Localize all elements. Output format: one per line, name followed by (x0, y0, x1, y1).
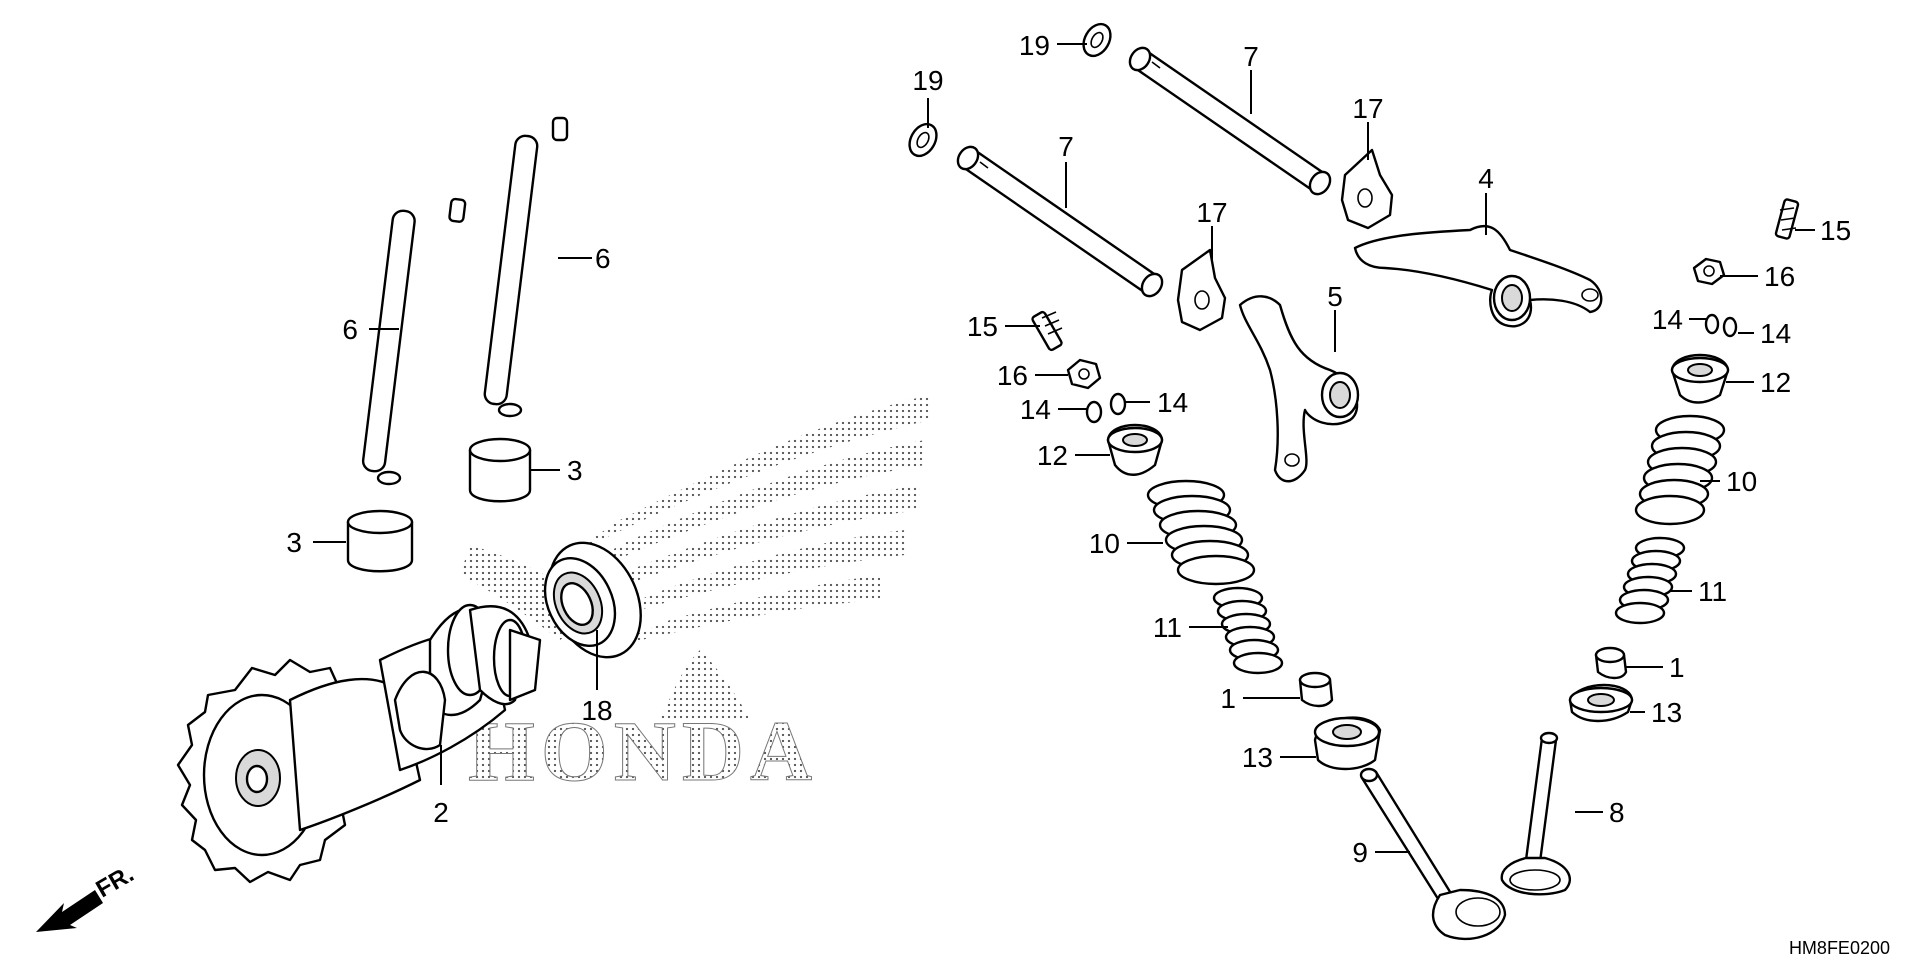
callout-18: 18 (581, 695, 612, 726)
rocker-shaft-upper (1128, 46, 1332, 196)
clip-upper (1340, 148, 1394, 230)
lock-nut-right (1692, 257, 1726, 286)
lock-nut-left (1066, 358, 1102, 390)
bearing (543, 541, 642, 659)
spring-seat-left (1313, 716, 1382, 771)
tappet-lower (346, 509, 414, 573)
callout-10-left: 10 (1089, 528, 1120, 559)
washer-left (908, 122, 938, 158)
outer-spring-left (1146, 479, 1256, 586)
stem-seal-left (1298, 671, 1334, 708)
callout-14-left-b: 14 (1157, 387, 1188, 418)
callout-labels: 2 3 3 6 6 18 19 19 7 7 17 17 4 5 15 16 1… (286, 30, 1851, 868)
retainer-left (1106, 423, 1164, 476)
retainer-right (1670, 353, 1730, 404)
push-rod-left (361, 197, 467, 486)
callout-7-lower: 7 (1058, 131, 1074, 162)
callout-1-right: 1 (1669, 652, 1685, 683)
adjusting-screw-left (1031, 310, 1063, 352)
drawing-code: HM8FE0200 (1789, 938, 1890, 958)
callout-17-lower: 17 (1196, 197, 1227, 228)
callout-6-right: 6 (595, 243, 611, 274)
callout-14-right-a: 14 (1652, 304, 1683, 335)
callout-13-right: 13 (1651, 697, 1682, 728)
callout-14-left-a: 14 (1020, 394, 1051, 425)
spring-seat-right (1568, 683, 1634, 723)
tappet-upper (468, 437, 532, 503)
callout-15-right: 15 (1820, 215, 1851, 246)
callout-11-right: 11 (1698, 576, 1727, 607)
exhaust-valve (1500, 731, 1571, 896)
callout-17-upper: 17 (1352, 93, 1383, 124)
front-arrow-icon (36, 890, 103, 932)
callout-3-upper: 3 (567, 455, 583, 486)
rocker-arm-intake (1238, 295, 1360, 483)
push-rod-right (483, 116, 569, 418)
callout-10-right: 10 (1726, 466, 1757, 497)
intake-valve (1359, 767, 1507, 941)
callout-8: 8 (1609, 797, 1625, 828)
callout-14-right-b: 14 (1760, 318, 1791, 349)
washer-top (1082, 22, 1112, 58)
callout-16-right: 16 (1764, 261, 1795, 292)
callout-1-left: 1 (1220, 683, 1236, 714)
callout-11-left: 11 (1153, 612, 1182, 643)
callout-6-left: 6 (342, 314, 358, 345)
clip-lower (1176, 248, 1227, 332)
callout-9: 9 (1352, 837, 1368, 868)
callout-19-left: 19 (912, 65, 943, 96)
front-direction-marker: FR. (36, 860, 138, 932)
callout-12-left: 12 (1037, 440, 1068, 471)
callout-3-lower: 3 (286, 527, 302, 558)
leader-lines (313, 43, 1815, 853)
callout-5: 5 (1327, 281, 1343, 312)
callout-12-right: 12 (1760, 367, 1791, 398)
callout-4: 4 (1478, 163, 1494, 194)
rocker-shaft-lower (956, 145, 1164, 298)
outer-spring-right (1634, 414, 1726, 526)
inner-spring-left (1212, 586, 1284, 675)
adjusting-screw-right (1774, 198, 1800, 240)
inner-spring-right (1614, 536, 1686, 625)
stem-seal-right (1594, 646, 1628, 680)
honda-watermark-text: HONDA (468, 703, 818, 799)
rocker-arm-exhaust (1353, 224, 1603, 328)
callout-19-top: 19 (1019, 30, 1050, 61)
callout-13-left: 13 (1242, 742, 1273, 773)
cotters-left (1085, 392, 1127, 424)
callout-15-left: 15 (967, 311, 998, 342)
camshaft (176, 603, 542, 884)
callout-16-left: 16 (997, 360, 1028, 391)
callout-2: 2 (433, 797, 449, 828)
callout-7-upper: 7 (1243, 41, 1259, 72)
cotters-right (1704, 313, 1738, 338)
